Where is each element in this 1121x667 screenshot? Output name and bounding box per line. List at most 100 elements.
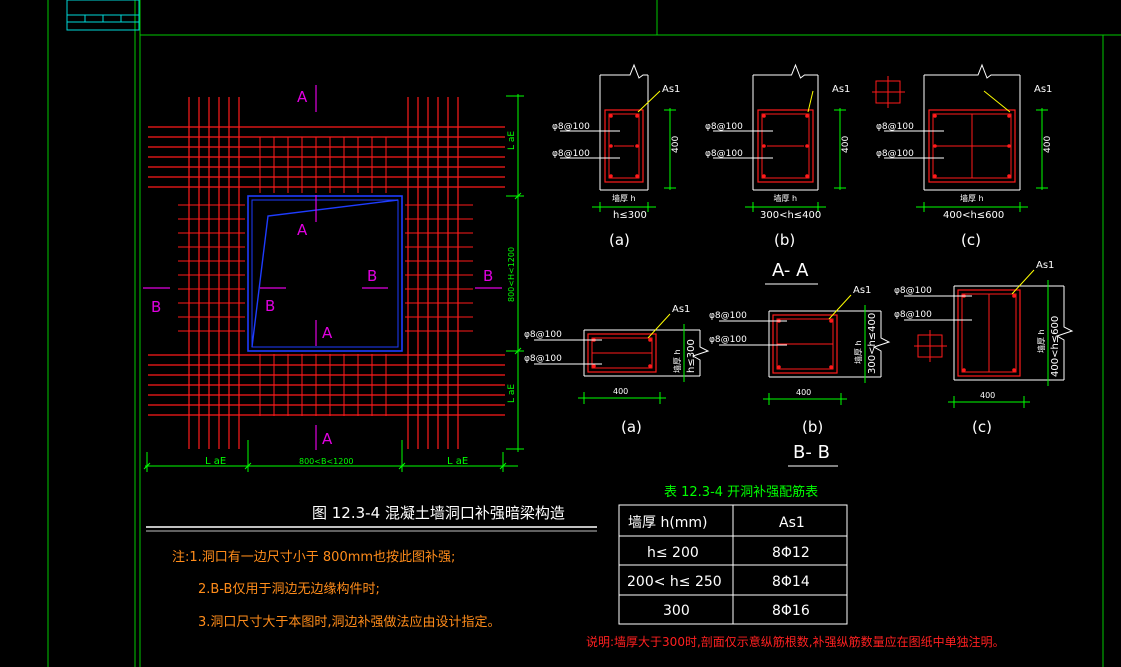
section-label-a-inner-top: A — [297, 221, 308, 239]
plan-rebar — [148, 97, 505, 449]
bb-label-a: (a) — [621, 418, 642, 436]
plan-opening — [247, 195, 403, 352]
stirrup-label-top: φ8@100 — [876, 122, 914, 132]
bar-dot — [635, 144, 639, 148]
stirrup — [757, 109, 814, 183]
dim-height: 800<H<1200 — [507, 247, 516, 302]
range-label: h≤300 — [686, 339, 697, 373]
sections-bb: As1 φ8@100 φ8@100 400 墙厚 h h≤300 As1 φ8@100 φ8@1… — [524, 260, 1074, 408]
table-header-as1: As1 — [779, 515, 805, 531]
width-label: 400 — [980, 391, 995, 400]
range-label: h≤300 — [613, 210, 647, 221]
wall-label: 墙厚 h — [960, 193, 984, 203]
stirrup — [587, 333, 657, 373]
bar-dot — [933, 174, 937, 178]
bar-dot — [648, 338, 652, 342]
bar-dot — [1012, 294, 1016, 298]
range-label: 400<h≤600 — [1050, 316, 1061, 377]
stirrup-label-bottom: φ8@100 — [552, 149, 590, 159]
remark-text: 说明:墙厚大于300时,剖面仅示意纵筋根数,补强纵筋数量应在图纸中单独注明。 — [586, 634, 1005, 649]
bar-dot — [762, 174, 766, 178]
as1-label: As1 — [672, 304, 690, 315]
stirrup-label-bottom: φ8@100 — [705, 149, 743, 159]
leader — [1011, 269, 1035, 295]
plan-dimension-text: L aE 800<B<1200 L aE L aE 800<H<1200 L a… — [205, 131, 517, 467]
bar-dot — [609, 174, 613, 178]
range-label: 300<h≤400 — [867, 313, 878, 374]
table-row-2-as1: 8Φ14 — [772, 574, 810, 590]
bar-dot — [1007, 114, 1011, 118]
note-1: 注:1.洞口有一边尺寸小于 800mm也按此图补强; — [172, 550, 455, 565]
wall-label: 墙厚 h — [853, 340, 863, 364]
dim-lae-top: L aE — [507, 131, 517, 150]
bar-dot — [805, 114, 809, 118]
bb-label-b: (b) — [802, 418, 823, 436]
as1-label: As1 — [1034, 84, 1052, 95]
wall-label: 墙厚 h — [612, 193, 636, 203]
stirrup — [928, 109, 1016, 183]
bar-dot — [1012, 368, 1016, 372]
aa-label-b: (b) — [774, 231, 795, 249]
section-label-b-inner-left: B — [265, 297, 275, 315]
section-cut-icon-top — [872, 76, 905, 108]
bar-dot — [805, 174, 809, 178]
table-row-3-as1: 8Φ16 — [772, 603, 810, 619]
bar-dot — [962, 368, 966, 372]
break-line — [872, 311, 891, 377]
bar-dot — [777, 365, 781, 369]
table-row-1-thickness: h≤ 200 — [647, 545, 699, 561]
plan-dimensions — [143, 94, 524, 472]
stirrup-label-top: φ8@100 — [894, 286, 932, 296]
stirrup — [772, 314, 838, 374]
stirrup-label-bottom: φ8@100 — [709, 335, 747, 345]
bar-dot — [1007, 174, 1011, 178]
plan-section-markers — [143, 85, 502, 450]
note-2: 2.B-B仅用于洞边无边缘构件时; — [198, 582, 380, 597]
title-block-corner — [66, 0, 140, 31]
section-label-b-left: B — [151, 298, 161, 316]
section-label-a-inner-bottom: A — [322, 324, 333, 342]
bar-dot — [762, 144, 766, 148]
bar-dot — [648, 364, 652, 368]
leader — [807, 90, 814, 113]
section-label-b-inner-right: B — [367, 267, 377, 285]
bb-label-c: (c) — [972, 418, 992, 436]
bar-dot — [609, 114, 613, 118]
plan-section-labels: A A A A B B B B — [151, 88, 493, 448]
wall-label: 墙厚 h — [672, 349, 682, 373]
section-label-b-right: B — [483, 267, 493, 285]
leader — [828, 294, 852, 320]
bar-dot — [592, 364, 596, 368]
bar-dot — [933, 144, 937, 148]
bar-dot — [762, 114, 766, 118]
wall-label: 墙厚 h — [1036, 329, 1046, 353]
break-line — [600, 63, 648, 79]
as1-label: As1 — [853, 285, 871, 296]
stirrup — [761, 113, 810, 179]
leader — [983, 90, 1011, 113]
section-label-a-top: A — [297, 88, 308, 106]
break-line — [753, 63, 818, 79]
figure-title: 图 12.3-4 混凝土墙洞口补强暗梁构造 — [312, 504, 565, 522]
bar-dot — [829, 365, 833, 369]
break-line — [691, 330, 710, 376]
stirrup-label-top: φ8@100 — [709, 311, 747, 321]
bar-dot — [1007, 144, 1011, 148]
stirrup-label-bottom: φ8@100 — [524, 354, 562, 364]
table-row-1-as1: 8Φ12 — [772, 545, 810, 561]
height-label: 400 — [671, 136, 681, 153]
stirrup-label-top: φ8@100 — [524, 330, 562, 340]
note-3: 3.洞口尺寸大于本图时,洞边补强做法应由设计指定。 — [198, 614, 501, 630]
stirrup-label-top: φ8@100 — [705, 122, 743, 132]
stirrup — [957, 289, 1021, 377]
bar-dot — [933, 114, 937, 118]
dim-lae-right: L aE — [447, 456, 468, 467]
width-label: 400 — [613, 387, 628, 396]
bar-dot — [609, 144, 613, 148]
aa-label-c: (c) — [961, 231, 981, 249]
dim-width: 800<B<1200 — [299, 457, 354, 466]
stirrup — [604, 109, 644, 183]
table-header-thickness: 墙厚 h(mm) — [628, 515, 708, 531]
